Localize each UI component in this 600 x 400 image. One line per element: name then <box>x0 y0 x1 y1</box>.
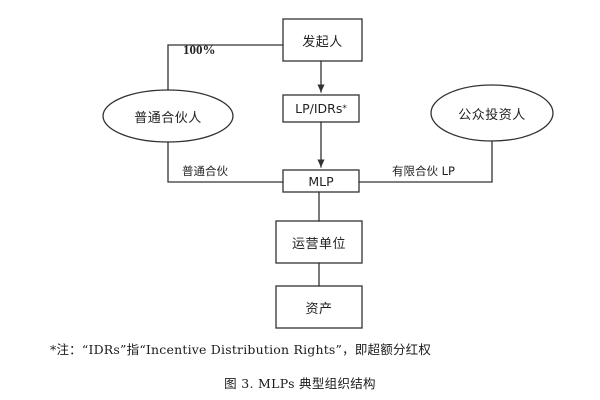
edge-label-limited-partnership: 有限合伙 LP <box>392 164 455 178</box>
figure-caption: 图 3. MLPs 典型组织结构 <box>224 376 376 391</box>
node-shape-assets <box>275 285 363 329</box>
node-shape-lp-idrs <box>282 94 360 123</box>
node-shape-mlp <box>282 169 360 193</box>
edge-label-general-partnership: 普通合伙 <box>182 164 228 178</box>
edge-label-ownership-percent: 100% <box>183 42 216 57</box>
figure-footnote: *注：“IDRs”指“Incentive Distribution Rights… <box>50 342 432 357</box>
edge-sponsor-to-general-partner <box>167 44 284 91</box>
edge-general-partner-to-mlp <box>167 141 284 183</box>
node-shape-sponsor <box>282 18 363 62</box>
node-shape-operating-unit <box>275 220 363 264</box>
node-shape-public-investors <box>430 84 554 142</box>
edge-public-investors-to-mlp <box>358 140 493 183</box>
node-shape-general-partner <box>102 89 234 143</box>
